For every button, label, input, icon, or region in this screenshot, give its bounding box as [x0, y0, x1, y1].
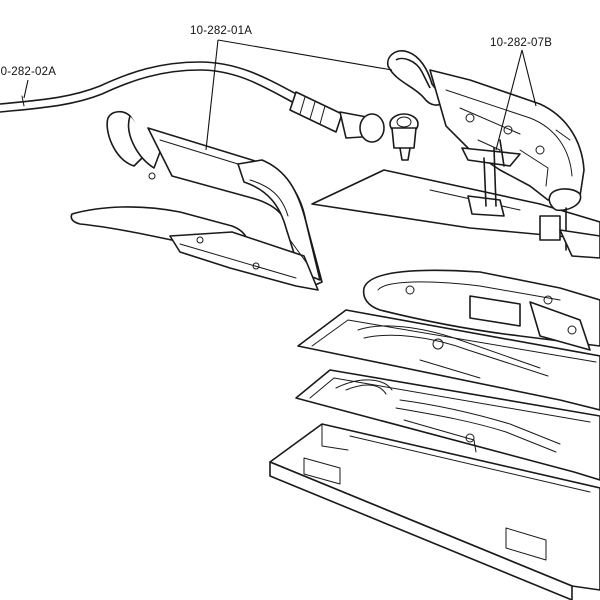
frame-tray: [297, 309, 600, 411]
wiring-plate: [295, 369, 600, 481]
callout-bracket: 10-282-07B: [490, 37, 552, 49]
handle-top-shell: [106, 110, 323, 289]
leader-lines: [23, 39, 537, 151]
bottom-housing: [269, 423, 600, 600]
top-plate: [311, 139, 600, 259]
handle-lower-grip: [70, 206, 319, 291]
power-cord: [0, 61, 419, 161]
callout-handle: 10-282-01A: [190, 25, 252, 37]
heating-element: [362, 269, 600, 351]
callout-cord: 10-282-02A: [0, 66, 56, 78]
hinge-bracket: [386, 50, 585, 201]
